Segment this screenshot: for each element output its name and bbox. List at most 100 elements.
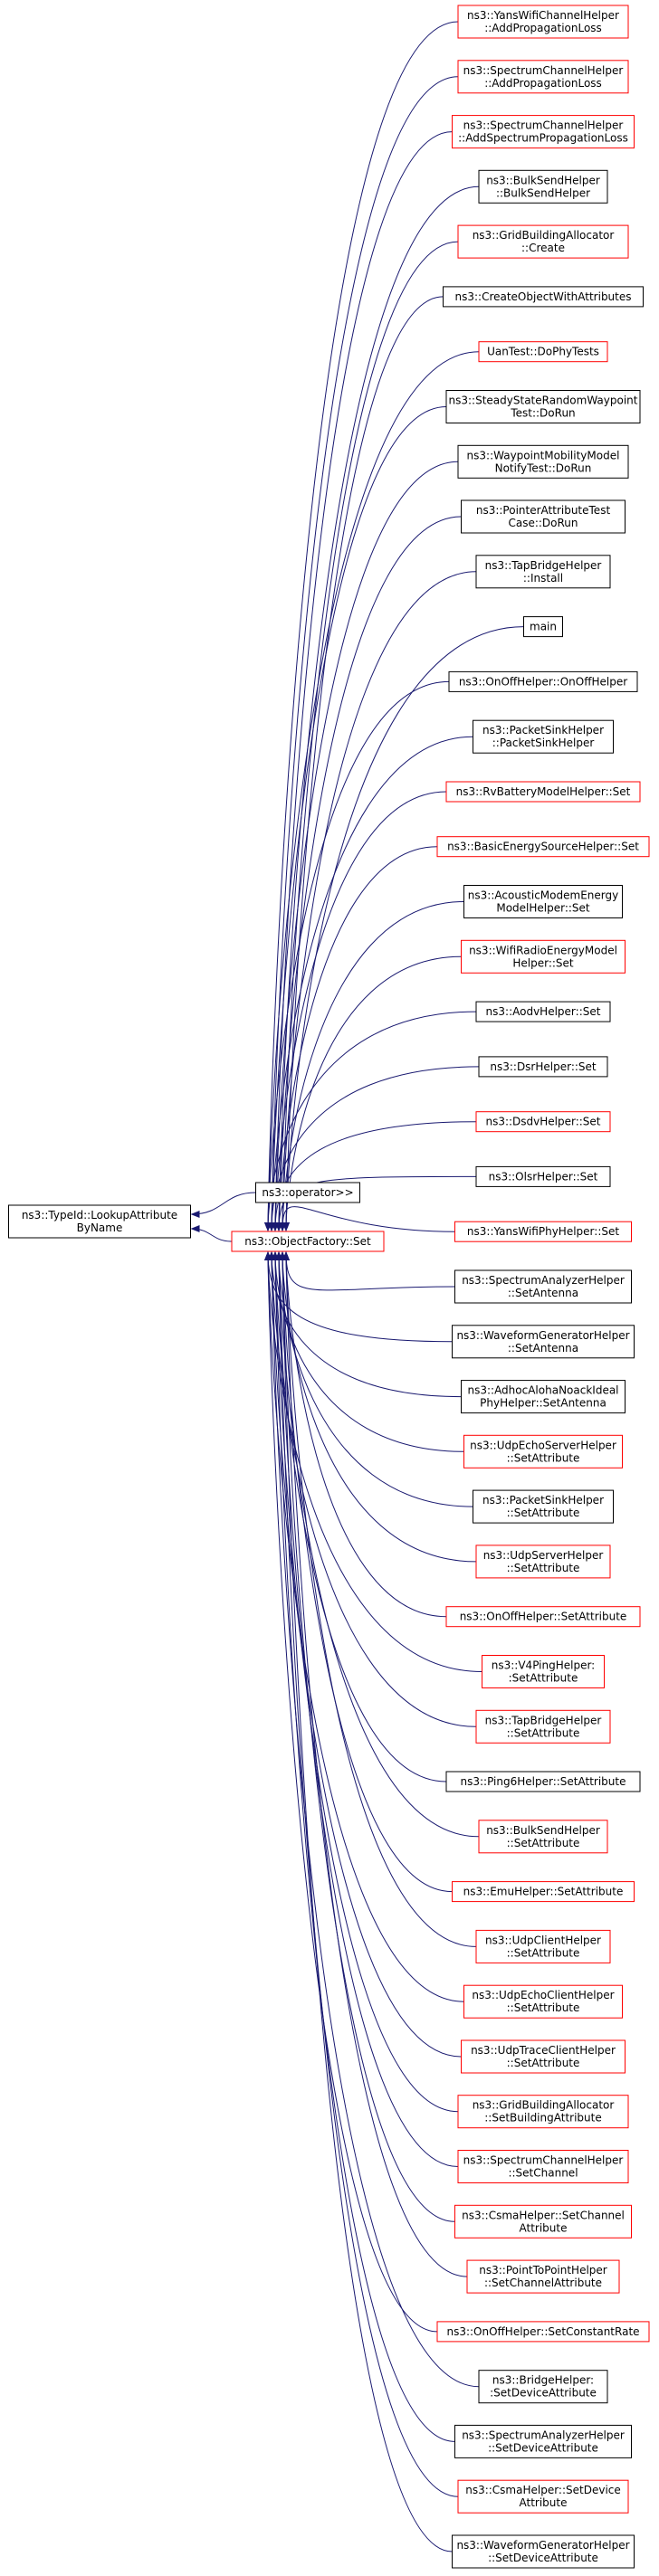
node-box (457, 2150, 629, 2183)
node-box (478, 169, 608, 204)
node-label-line: ns3::RvBatteryModelHelper::Set (456, 785, 631, 798)
caller-node-ns3-onoffhelper-setconstantrate[interactable]: ns3::OnOffHelper::SetConstantRate (436, 2321, 650, 2343)
node-label-line: ns3::AodvHelper::Set (486, 1005, 601, 1018)
node-label-line: ns3::UdpEchoServerHelper (470, 1439, 616, 1451)
caller-node-ns3-yanswifichannelhelper-addpropagationloss[interactable]: ns3::YansWifiChannelHelper::AddPropagati… (457, 5, 629, 39)
intermediate-node-ns3-operator[interactable]: ns3::operator>> (255, 1182, 360, 1203)
node-box (454, 1221, 632, 1242)
edge-caller-8-to-objectfactory-set (272, 461, 459, 1231)
caller-node-ns3-packetsinkhelper-setattribute[interactable]: ns3::PacketSinkHelper::SetAttribute (473, 1489, 614, 1524)
node-label-line: ::SetAttribute (507, 2001, 580, 2014)
node-label-line: NotifyTest::DoRun (495, 461, 592, 474)
node-box (452, 2534, 635, 2569)
node-label-line: ns3::CreateObjectWithAttributes (454, 290, 631, 303)
caller-node-ns3-dsdvhelper-set[interactable]: ns3::DsdvHelper::Set (475, 1111, 611, 1133)
node-label-line: ns3::YansWifiChannelHelper (467, 9, 619, 22)
caller-node-ns3-udpechoclienthelper-setattribute[interactable]: ns3::UdpEchoClientHelper::SetAttribute (463, 1984, 623, 2019)
caller-node-ns3-v4pinghelper-setattribute[interactable]: ns3::V4PingHelper::SetAttribute (482, 1655, 605, 1688)
node-box (8, 1204, 191, 1239)
caller-node-ns3-yanswifiphyhelper-set[interactable]: ns3::YansWifiPhyHelper::Set (454, 1221, 632, 1242)
node-label-line: ::SetDeviceAttribute (488, 2441, 598, 2454)
edge-caller-10-to-objectfactory-set (279, 571, 477, 1231)
node-label-line: ns3::SpectrumChannelHelper (463, 119, 624, 132)
edge-caller-25-to-objectfactory-set (268, 1251, 462, 1398)
intermediate-node-ns3-objectfactory-set[interactable]: ns3::ObjectFactory::Set (231, 1231, 385, 1252)
node-label-line: ns3::WaveformGeneratorHelper (456, 1329, 629, 1342)
node-label-line: Helper::Set (512, 956, 574, 969)
caller-node-ns3-ping6helper-setattribute[interactable]: ns3::Ping6Helper::SetAttribute (445, 1771, 641, 1792)
node-box (445, 390, 641, 423)
caller-node-ns3-spectrumanalyzerhelper-setantenna[interactable]: ns3::SpectrumAnalyzerHelper::SetAntenna (454, 1269, 632, 1304)
caller-node-ns3-waveformgeneratorhelper-setdeviceattribute[interactable]: ns3::WaveformGeneratorHelper::SetDeviceA… (452, 2534, 635, 2569)
node-label-line: ::SetAttribute (507, 1562, 580, 1574)
node-box (454, 2424, 632, 2458)
caller-node-ns3-csmahelper-setchannelattribute[interactable]: ns3::CsmaHelper::SetChannelAttribute (454, 2204, 632, 2239)
node-label-line: ns3::GridBuildingAllocator (473, 2099, 615, 2112)
caller-node-ns3-waveformgeneratorhelper-setantenna[interactable]: ns3::WaveformGeneratorHelper::SetAntenna (452, 1325, 635, 1359)
caller-node-ns3-waypointmobilitymodelnotifytest-dorun[interactable]: ns3::WaypointMobilityModelNotifyTest::Do… (457, 444, 629, 479)
node-box (445, 1771, 641, 1792)
node-label-line: ns3::TypeId::LookupAttribute (22, 1209, 177, 1221)
node-box (452, 115, 635, 149)
node-box (463, 885, 623, 918)
caller-node-ns3-olsrhelper-set[interactable]: ns3::OlsrHelper::Set (475, 1165, 611, 1187)
node-box (482, 1655, 605, 1688)
caller-node-ns3-steadystaterandomwaypointtest-dorun[interactable]: ns3::SteadyStateRandomWaypointTest::DoRu… (445, 390, 641, 423)
node-label-line: ns3::DsdvHelper::Set (485, 1116, 600, 1128)
node-label-line: ns3::PointToPointHelper (479, 2264, 607, 2277)
caller-node-ns3-gridbuildingallocator-create[interactable]: ns3::GridBuildingAllocator::Create (457, 224, 629, 259)
edge-caller-2-to-objectfactory-set (272, 131, 453, 1231)
edge-objectfactory-set-to-root (190, 1225, 233, 1242)
edge-caller-30-to-objectfactory-set (264, 1251, 482, 1672)
caller-node-ns3-spectrumchannelhelper-addspectrumpropagationloss[interactable]: ns3::SpectrumChannelHelper::AddSpectrumP… (452, 115, 635, 149)
edge-caller-23-to-objectfactory-set (282, 1251, 455, 1291)
caller-node-ns3-aodvhelper-set[interactable]: ns3::AodvHelper::Set (475, 1001, 611, 1022)
node-label-line: ns3::WifiRadioEnergyModel (469, 944, 617, 956)
node-box (523, 616, 563, 638)
caller-node-ns3-bulksendhelper-setattribute[interactable]: ns3::BulkSendHelper::SetAttribute (478, 1820, 608, 1854)
node-box (461, 939, 626, 974)
caller-node-ns3-udpclienthelper-setattribute[interactable]: ns3::UdpClientHelper::SetAttribute (475, 1929, 611, 1963)
caller-node-ns3-spectrumanalyzerhelper-setdeviceattribute[interactable]: ns3::SpectrumAnalyzerHelper::SetDeviceAt… (454, 2424, 632, 2458)
caller-node-ns3-csmahelper-setdeviceattribute[interactable]: ns3::CsmaHelper::SetDeviceAttribute (457, 2479, 629, 2514)
caller-node-ns3-packetsinkhelper-packetsinkhelper[interactable]: ns3::PacketSinkHelper::PacketSinkHelper (473, 719, 614, 754)
caller-node-ns3-rvbatterymodelhelper-set[interactable]: ns3::RvBatteryModelHelper::Set (445, 781, 641, 803)
caller-node-ns3-spectrumchannelhelper-setchannel[interactable]: ns3::SpectrumChannelHelper::SetChannel (457, 2150, 629, 2183)
caller-node-ns3-createobjectwithattributes[interactable]: ns3::CreateObjectWithAttributes (443, 286, 644, 308)
caller-node-ns3-gridbuildingallocator-setbuildingattribute[interactable]: ns3::GridBuildingAllocator::SetBuildingA… (457, 2095, 629, 2129)
node-label-line: ::AddSpectrumPropagationLoss (458, 132, 628, 145)
caller-node-ns3-spectrumchannelhelper-addpropagationloss[interactable]: ns3::SpectrumChannelHelper::AddPropagati… (457, 60, 629, 94)
caller-node-ns3-basicenergysourcehelper-set[interactable]: ns3::BasicEnergySourceHelper::Set (436, 836, 650, 858)
edge-caller-11-to-objectfactory-set (282, 626, 524, 1231)
node-box (457, 224, 629, 259)
caller-node-ns3-udpserverhelper-setattribute[interactable]: ns3::UdpServerHelper::SetAttribute (475, 1545, 611, 1579)
caller-node-ns3-onoffhelper-setattribute[interactable]: ns3::OnOffHelper::SetAttribute (445, 1606, 641, 1628)
caller-node-ns3-onoffhelper-onoffhelper[interactable]: ns3::OnOffHelper::OnOffHelper (448, 670, 638, 692)
caller-node-ns3-dsrhelper-set[interactable]: ns3::DsrHelper::Set (478, 1056, 608, 1078)
caller-node-ns3-tapbridgehelper-setattribute[interactable]: ns3::TapBridgeHelper::SetAttribute (475, 1709, 611, 1744)
node-box (478, 341, 608, 363)
caller-node-ns3-udptraceclienthelper-setattribute[interactable]: ns3::UdpTraceClientHelper::SetAttribute (461, 2039, 626, 2074)
node-box (436, 2321, 650, 2343)
node-label-line: ns3::OlsrHelper::Set (489, 1170, 598, 1183)
caller-node-ns3-pointtopointhelper-setchannelattribute[interactable]: ns3::PointToPointHelper::SetChannelAttri… (466, 2259, 620, 2294)
node-label-line: ns3::OnOffHelper::OnOffHelper (459, 675, 627, 688)
node-box (445, 781, 641, 803)
edge-caller-29-to-objectfactory-set (282, 1251, 447, 1618)
node-label-line: ::AddPropagationLoss (484, 77, 602, 90)
caller-node-ns3-bridgehelper-setdeviceattribute[interactable]: ns3::BridgeHelper::SetDeviceAttribute (478, 2370, 608, 2404)
caller-node-uantest-dophytests[interactable]: UanTest::DoPhyTests (478, 341, 608, 363)
caller-node-ns3-tapbridgehelper-install[interactable]: ns3::TapBridgeHelper::Install (475, 555, 611, 589)
caller-node-ns3-emuhelper-setattribute[interactable]: ns3::EmuHelper::SetAttribute (452, 1881, 635, 1903)
edge-caller-0-to-objectfactory-set (264, 21, 459, 1231)
caller-node-ns3-bulksendhelper-bulksendhelper[interactable]: ns3::BulkSendHelper::BulkSendHelper (478, 169, 608, 204)
caller-node-ns3-udpechoserverhelper-setattribute[interactable]: ns3::UdpEchoServerHelper::SetAttribute (463, 1434, 623, 1469)
node-box (478, 1056, 608, 1078)
caller-node-ns3-adhocalohanoackidealphyhelper-setantenna[interactable]: ns3::AdhocAlohaNoackIdealPhyHelper::SetA… (461, 1380, 626, 1414)
node-box (461, 2039, 626, 2074)
caller-node-main[interactable]: main (523, 616, 563, 638)
